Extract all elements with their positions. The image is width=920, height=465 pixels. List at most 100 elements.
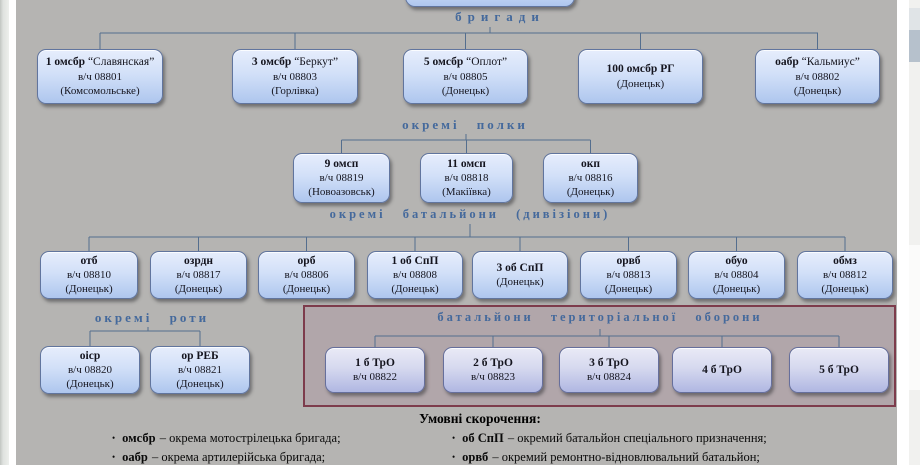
unit-vch: в/ч 08823: [470, 371, 516, 384]
unit-abbr: озрдн: [183, 254, 214, 267]
unit-abbr: орб: [297, 254, 316, 267]
unit-vch: в/ч 08819: [319, 172, 364, 185]
unit-location: (Донецьк): [441, 84, 490, 97]
unit-box-obmz: обмз в/ч 08812 (Донецьк): [797, 251, 893, 299]
unit-abbr: отб: [80, 254, 98, 267]
unit-abbr: 3 омсбр: [251, 56, 292, 69]
unit-box-orvb: орвб в/ч 08813 (Донецьк): [580, 251, 677, 299]
connector-battalions: [88, 224, 846, 251]
unit-vch: в/ч 08812: [822, 269, 868, 282]
unit-box-2-b-tro: 2 б ТрО в/ч 08823: [443, 347, 543, 393]
unit-location: (Донецьк): [604, 283, 653, 296]
connector-brigades: [99, 27, 819, 49]
unit-box-5-omsbr: 5 омсбр “Оплот” в/ч 08805 (Донецьк): [403, 49, 528, 104]
unit-location: (Донецьк): [65, 283, 113, 296]
unit-box-9-omsp: 9 омсп в/ч 08819 (Новоазовськ): [293, 153, 390, 203]
unit-abbr: 1 омсбр: [45, 56, 86, 69]
section-label-territorial: батальйони територіальної оборони: [437, 310, 763, 324]
legend-term: орвб: [462, 450, 489, 464]
unit-location: (Горлівка): [271, 84, 319, 97]
legend-item: •оабр – окрема артилерійська бригада;: [112, 450, 452, 465]
unit-box-100-omsbr-rg: 100 омсбр РГ (Донецьк): [578, 49, 703, 104]
unit-vch: в/ч 08808: [392, 269, 438, 282]
unit-location: (Донецьк): [821, 283, 869, 296]
unit-abbr: 4 б ТрО: [702, 363, 742, 376]
section-label-brigades: бригади: [455, 9, 545, 24]
unit-vch: в/ч 08813: [606, 269, 651, 282]
unit-vch: в/ч 08820: [67, 364, 113, 377]
unit-location: (Комсомольське): [60, 84, 140, 97]
unit-abbr: 5 омсбр: [423, 56, 464, 69]
unit-abbr: 1 б ТрО: [355, 356, 395, 369]
unit-abbr: 9 омсп: [324, 157, 359, 170]
unit-vch: в/ч 08805: [443, 70, 488, 83]
right-edge-panel: [909, 0, 920, 465]
legend-item: • об СпП – окремий батальйон спеціального…: [452, 431, 882, 450]
unit-box-4-b-tro: 4 б ТрО: [672, 347, 772, 393]
parent-unit-box-cropped: [405, 0, 575, 7]
unit-box-okp: окп в/ч 08816 (Донецьк): [543, 153, 638, 203]
unit-name: “Славянская”: [87, 56, 155, 69]
unit-vch: в/ч 08816: [568, 172, 613, 185]
unit-location: (Донецьк): [391, 283, 439, 296]
unit-location: (Макіївка): [442, 186, 491, 199]
scrollbar-thumb[interactable]: [909, 30, 920, 62]
legend-term: об СпП: [462, 431, 504, 445]
unit-abbr: обмз: [833, 254, 857, 267]
unit-location: (Новоазовськ): [308, 186, 375, 199]
unit-abbr: 100 омсбр РГ: [606, 63, 675, 76]
unit-abbr: 3 б ТрО: [589, 356, 629, 369]
unit-name: “Оплот”: [466, 56, 508, 69]
section-label-regiments: окремі полки: [402, 117, 528, 132]
unit-box-or-reb: ор РЕБ в/ч 08821 (Донецьк): [150, 346, 250, 394]
unit-vch: в/ч 08803: [272, 70, 318, 83]
unit-abbr: орвб: [616, 254, 641, 267]
legend-term: омсбр: [122, 431, 156, 445]
connector-companies: [89, 327, 201, 346]
unit-box-11-omsp: 11 омсп в/ч 08818 (Макіївка): [420, 153, 513, 203]
unit-vch: в/ч 08804: [714, 269, 759, 282]
unit-box-oabr: оабр “Кальмиус” в/ч 08802 (Донецьк): [755, 49, 880, 104]
unit-abbr: обуо: [725, 254, 748, 267]
unit-abbr: 1 об СпП: [391, 254, 439, 267]
unit-location: (Донецьк): [712, 283, 761, 296]
unit-name: “Кальмиус”: [801, 56, 860, 69]
unit-box-oisr: оіср в/ч 08820 (Донецьк): [40, 346, 140, 394]
unit-location: (Донецьк): [66, 378, 114, 391]
connector-territorial: [374, 329, 840, 347]
bullet-icon: •: [112, 433, 116, 443]
unit-box-1-ob-spp: 1 об СпП в/ч 08808 (Донецьк): [367, 251, 463, 299]
unit-vch: в/ч 08821: [177, 364, 223, 377]
unit-box-3-ob-spp: 3 об СпП (Донецьк): [472, 251, 568, 299]
unit-name: “Беркут”: [294, 56, 339, 69]
unit-vch: в/ч 08822: [352, 371, 398, 384]
legend-definition: – окрема мотострілецька бригада;: [159, 431, 341, 445]
section-label-companies: окремі роти: [94, 310, 210, 325]
unit-box-3-b-tro: 3 б ТрО в/ч 08824: [559, 347, 659, 393]
legend-definition: – окремий ремонтно-відновлювальний батал…: [492, 450, 760, 464]
unit-location: (Донецьк): [616, 77, 665, 90]
legend-column-left: •омсбр – окрема мотострілецька бригада; …: [112, 431, 452, 465]
left-edge-strip: [0, 0, 9, 465]
unit-location: (Донецьк): [282, 283, 331, 296]
unit-abbr: 5 б ТрО: [819, 363, 859, 376]
legend-definition: – окремий батальйон спеціального признач…: [507, 431, 767, 445]
unit-box-5-b-tro: 5 б ТрО: [789, 347, 889, 393]
legend-column-right: • об СпП – окремий батальйон спеціального…: [452, 431, 882, 465]
unit-abbr: ор РЕБ: [181, 349, 219, 362]
bullet-icon: •: [112, 452, 116, 462]
unit-vch: в/ч 08810: [66, 269, 112, 282]
unit-vch: в/ч 08806: [284, 269, 329, 282]
section-label-battalions: окремі батальйони (дивізіони): [329, 207, 611, 221]
bullet-icon: •: [452, 433, 456, 443]
unit-box-3-omsbr: 3 омсбр “Беркут” в/ч 08803 (Горлівка): [232, 49, 358, 104]
unit-vch: в/ч 08817: [176, 269, 221, 282]
unit-vch: в/ч 08801: [77, 70, 123, 83]
unit-abbr: 3 об СпП: [496, 261, 544, 274]
unit-location: (Донецьк): [566, 186, 615, 199]
unit-box-ozrdn: озрдн в/ч 08817 (Донецьк): [150, 251, 247, 299]
unit-box-otb: отб в/ч 08810 (Донецьк): [40, 251, 138, 299]
unit-location: (Донецьк): [793, 84, 842, 97]
legend-item: •орвб – окремий ремонтно-відновлювальний…: [452, 450, 882, 465]
